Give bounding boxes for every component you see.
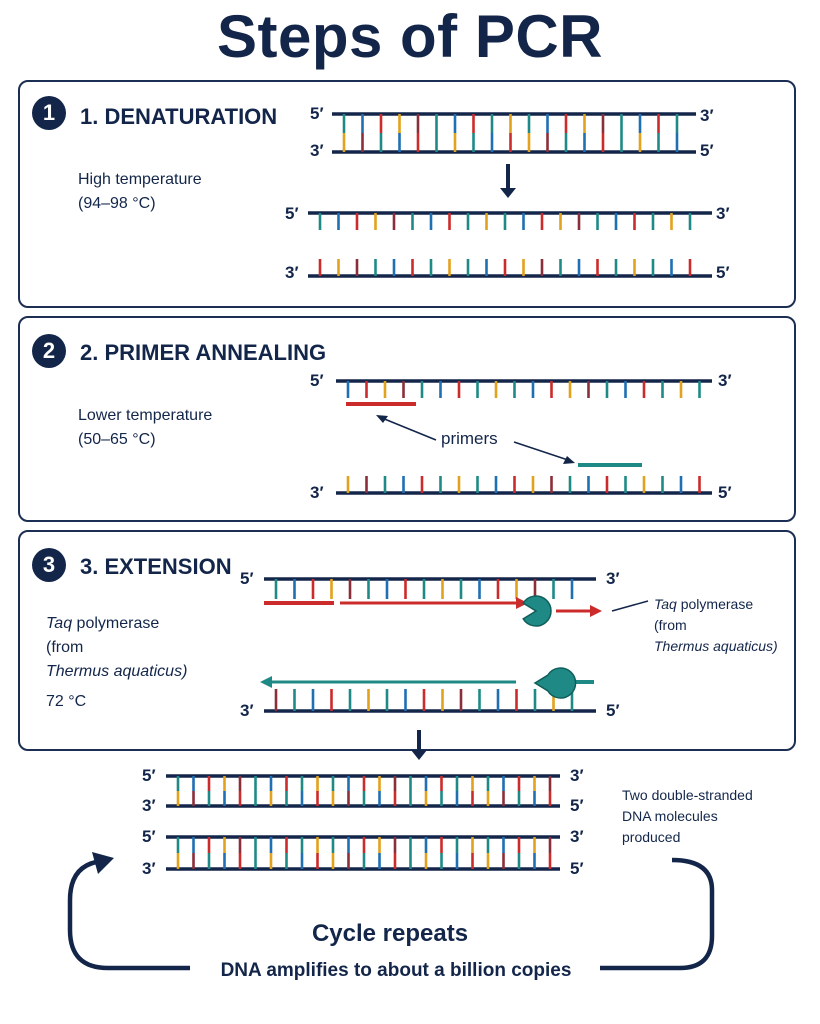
- step-1-condition: High temperature (94–98 °C): [78, 168, 202, 216]
- step-2-title: 2. PRIMER ANNEALING: [80, 340, 327, 365]
- step-2-condition-line2: (50–65 °C): [78, 431, 156, 448]
- label-3prime: 3′: [310, 483, 324, 502]
- step-3-panel: 3 3. EXTENSION Taq polymerase (from Ther…: [18, 530, 796, 751]
- step-1-panel: 1 1. DENATURATION High temperature (94–9…: [18, 80, 796, 308]
- direction-arrow-head: [590, 605, 602, 617]
- label-5prime: 5′: [700, 141, 714, 160]
- label-3prime: 3′: [310, 141, 324, 160]
- taq-polymerase-icon: [533, 667, 577, 699]
- cycle-arrow-left-head: [92, 852, 114, 874]
- step-1-title: 1. DENATURATION: [80, 104, 278, 129]
- step-3-enzyme-callout: Taq polymerase (from Thermus aquaticus): [654, 594, 778, 657]
- step-1-condition-line1: High temperature: [78, 171, 202, 188]
- result-arrow-head: [411, 750, 427, 760]
- page-title: Steps of PCR: [216, 3, 604, 70]
- primer-pointer-1: [381, 417, 437, 441]
- primer-pointer-2-head: [563, 456, 575, 464]
- label-3prime: 3′: [240, 701, 254, 720]
- label-3prime: 3′: [606, 569, 620, 588]
- taq-polymerase-icon: [522, 595, 552, 627]
- label-5prime: 5′: [570, 796, 584, 815]
- cycle-arrow-left: [67, 859, 190, 971]
- step-3-temperature: 72 °C: [46, 693, 87, 710]
- denature-arrow-head: [500, 188, 516, 198]
- label-5prime: 5′: [142, 827, 156, 846]
- step-2-panel: 2 2. PRIMER ANNEALING Lower temperature …: [18, 316, 796, 522]
- label-5prime: 5′: [285, 204, 299, 223]
- label-5prime: 5′: [310, 104, 324, 123]
- label-3prime: 3′: [718, 371, 732, 390]
- cycle-title: Cycle repeats: [311, 920, 469, 947]
- new-strand-2-head: [260, 676, 272, 688]
- step-2-condition: Lower temperature (50–65 °C): [78, 404, 212, 452]
- step-3-enzyme-from: (from: [46, 639, 84, 656]
- step-3-enzyme-line: Taq polymerase: [46, 612, 187, 636]
- step-1-condition-line2: (94–98 °C): [78, 195, 156, 212]
- label-5prime: 5′: [240, 569, 254, 588]
- polymerase-callout-line: [611, 600, 649, 612]
- step-2-number-badge: 2: [32, 334, 66, 368]
- callout-enzyme-name: Taq: [654, 596, 677, 612]
- label-3prime: 3′: [142, 859, 156, 878]
- label-5prime: 5′: [142, 766, 156, 785]
- step-3-enzyme-source: Thermus aquaticus): [46, 663, 188, 680]
- label-3prime: 3′: [570, 766, 584, 785]
- label-5prime: 5′: [310, 371, 324, 390]
- step-3-number-badge: 3: [32, 548, 66, 582]
- step-3-enzyme-name: Taq: [46, 615, 73, 632]
- primer-pointer-1-head: [376, 415, 388, 423]
- primer-pointer-2: [513, 441, 569, 461]
- result-line1: Two double-stranded: [622, 787, 753, 803]
- label-3prime: 3′: [700, 106, 714, 125]
- result-line3: produced: [622, 829, 681, 845]
- step-3-title: 3. EXTENSION: [80, 554, 232, 579]
- cycle-arrow-right: [600, 857, 715, 971]
- callout-enzyme-from: (from: [654, 617, 687, 633]
- callout-enzyme-source: Thermus aquaticus): [654, 638, 778, 654]
- label-3prime: 3′: [142, 796, 156, 815]
- result-description: Two double-stranded DNA molecules produc…: [622, 785, 753, 848]
- result-line2: DNA molecules: [622, 808, 718, 824]
- label-5prime: 5′: [716, 263, 730, 282]
- callout-enzyme-rest: polymerase: [676, 596, 754, 612]
- step-3-enzyme-rest: polymerase: [72, 615, 160, 632]
- cycle-subtitle: DNA amplifies to about a billion copies: [196, 960, 596, 982]
- label-5prime: 5′: [718, 483, 732, 502]
- label-3prime: 3′: [285, 263, 299, 282]
- label-3prime: 3′: [716, 204, 730, 223]
- new-strand-1-head: [516, 597, 528, 609]
- step-1-number-badge: 1: [32, 96, 66, 130]
- step-2-condition-line1: Lower temperature: [78, 407, 213, 424]
- primers-label: primers: [441, 429, 498, 448]
- label-5prime: 5′: [570, 859, 584, 878]
- label-3prime: 3′: [570, 827, 584, 846]
- step-3-enzyme-info: Taq polymerase (from Thermus aquaticus) …: [46, 612, 187, 714]
- label-5prime: 5′: [606, 701, 620, 720]
